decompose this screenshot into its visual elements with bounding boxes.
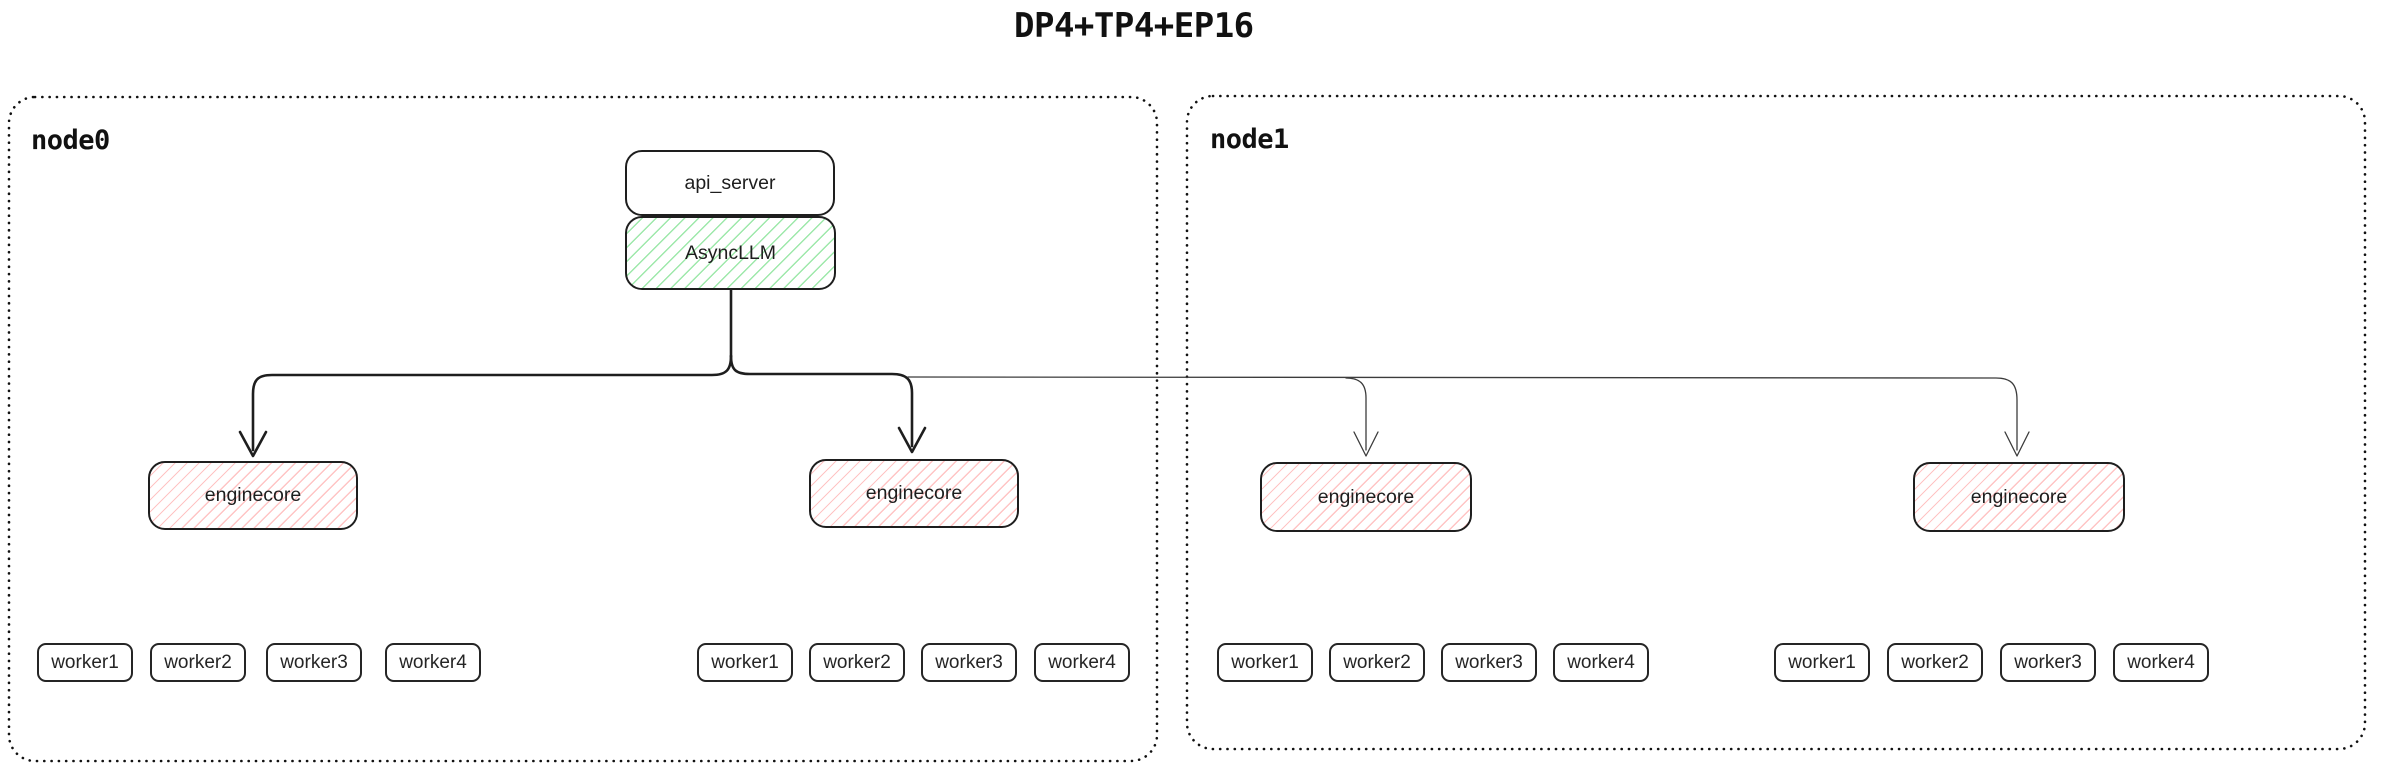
worker-box: worker4 [1034,643,1130,682]
arrow-remote-trunk [907,376,2018,451]
enginecore3-label: enginecore [1317,485,1415,508]
arrowhead-enginecore1 [238,430,268,458]
worker-label: worker2 [1901,651,1969,673]
worker-label: worker3 [1455,651,1523,673]
worker-box: worker2 [150,643,246,682]
worker-label: worker2 [164,651,232,673]
worker-label: worker2 [1343,651,1411,673]
worker-box: worker2 [1329,643,1425,682]
worker-box: worker2 [809,643,905,682]
arrow-branch-enginecore1 [251,354,733,452]
arrow-branch-enginecore3 [1345,377,1367,451]
worker-label: worker3 [935,651,1003,673]
enginecore4-label: enginecore [1970,485,2068,508]
enginecore1-label: enginecore [204,484,302,506]
worker-box: worker4 [385,643,481,682]
api-server-box: api_server [625,150,835,216]
arrow-asyncllm-to-local-enginecores [238,288,927,458]
node1-label: node1 [1210,124,1289,155]
worker-label: worker4 [1567,651,1635,673]
worker-box: worker3 [266,643,362,682]
node-borders [7,94,2367,763]
worker-label: worker1 [51,651,119,673]
node0-border [7,95,1159,763]
arrow-branch-enginecore2 [729,354,914,448]
enginecore4-box: enginecore [1913,462,2125,532]
arrowhead-enginecore4 [2004,431,2030,457]
worker-box: worker4 [2113,643,2209,682]
asyncllm-label: AsyncLLM [684,241,777,264]
enginecore3-box: enginecore [1260,462,1472,532]
worker-box: worker1 [697,643,793,682]
arrowhead-enginecore2 [897,426,927,454]
diagram-title: DP4+TP4+EP16 [1014,6,1254,46]
worker-label: worker4 [2127,651,2195,673]
worker-label: worker1 [1788,651,1856,673]
worker-label: worker3 [2014,651,2082,673]
worker-box: worker3 [2000,643,2096,682]
arrow-asyncllm-to-remote-enginecores [907,376,2030,457]
api-server-label: api_server [684,171,776,194]
worker-label: worker4 [1048,651,1116,673]
node0-container: node0 [9,97,1157,761]
worker-box: worker1 [1217,643,1313,682]
worker-box: worker1 [37,643,133,682]
worker-box: worker3 [921,643,1017,682]
node0-label: node0 [31,125,110,156]
worker-label: worker4 [399,651,467,673]
worker-box: worker3 [1441,643,1537,682]
worker-box: worker4 [1553,643,1649,682]
enginecore2-label: enginecore [865,482,963,504]
asyncllm-box: AsyncLLM [625,216,836,290]
worker-label: worker3 [280,651,348,673]
worker-box: worker2 [1887,643,1983,682]
node1-container: node1 [1187,96,2365,749]
worker-label: worker1 [711,651,779,673]
worker-label: worker1 [1231,651,1299,673]
enginecore2-box: enginecore [809,459,1019,528]
enginecore1-box: enginecore [148,461,358,530]
worker-box: worker1 [1774,643,1870,682]
node1-border [1185,94,2367,751]
worker-label: worker2 [823,651,891,673]
arrowhead-enginecore3 [1353,431,1379,457]
